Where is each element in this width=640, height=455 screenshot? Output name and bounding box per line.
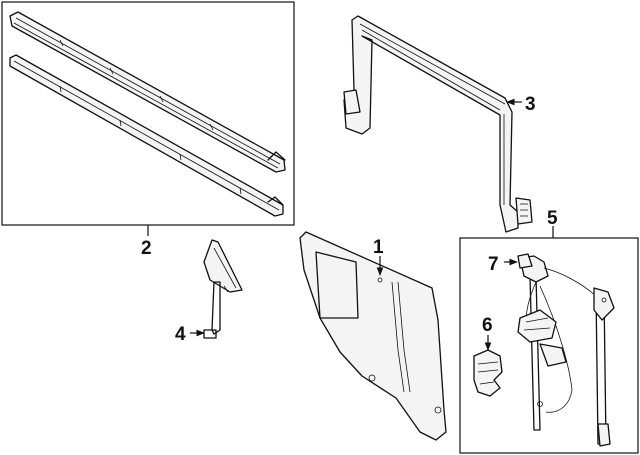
belt-molding-outer[interactable]: [9, 11, 286, 173]
belt-molding-inner[interactable]: [9, 54, 284, 217]
regulator-group-box: [459, 237, 639, 454]
callout-5-label: 5: [547, 208, 558, 229]
regulator-motor[interactable]: [473, 349, 503, 397]
callout-1-label: 1: [373, 237, 384, 258]
callout-2-label: 2: [141, 238, 152, 259]
regulator-clip[interactable]: [517, 253, 533, 269]
callout-6-label: 6: [482, 315, 493, 336]
glass-run-channel[interactable]: [343, 15, 533, 233]
callout-7-label: 7: [488, 254, 499, 275]
door-glass[interactable]: [299, 231, 447, 441]
vent-glass-bracket[interactable]: [203, 239, 243, 339]
callout-4-label: 4: [175, 324, 186, 345]
window-regulator[interactable]: [517, 255, 615, 447]
callout-3-label: 3: [525, 94, 536, 115]
